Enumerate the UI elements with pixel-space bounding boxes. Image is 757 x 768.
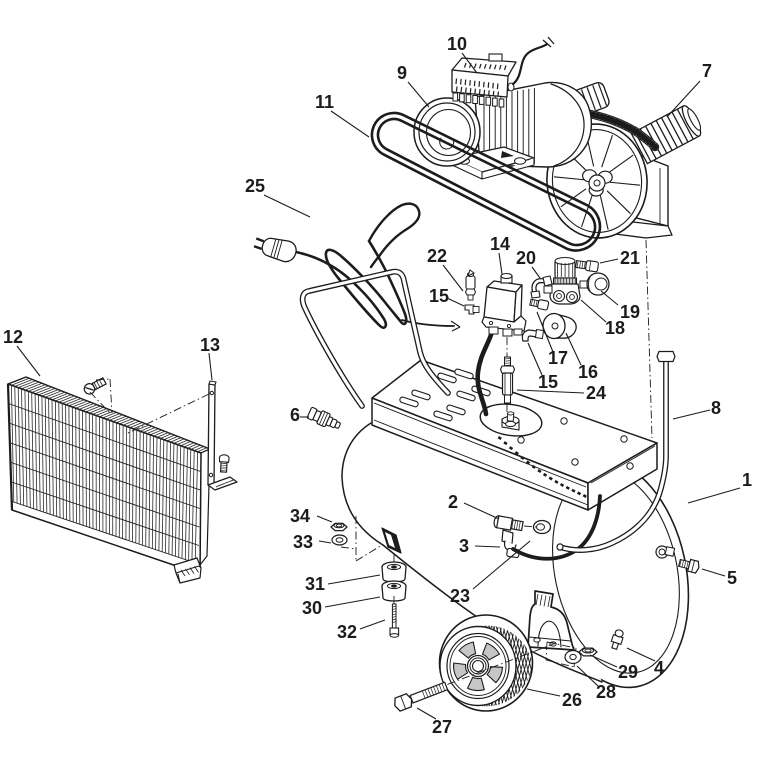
svg-text:25: 25 xyxy=(245,176,265,196)
svg-text:24: 24 xyxy=(586,383,606,403)
svg-text:32: 32 xyxy=(337,622,357,642)
svg-text:1: 1 xyxy=(742,470,752,490)
svg-text:2: 2 xyxy=(448,492,458,512)
svg-text:33: 33 xyxy=(293,532,313,552)
svg-text:17: 17 xyxy=(548,348,568,368)
svg-text:34: 34 xyxy=(290,506,310,526)
svg-text:30: 30 xyxy=(302,598,322,618)
svg-text:5: 5 xyxy=(727,568,737,588)
svg-text:29: 29 xyxy=(618,662,638,682)
svg-text:15: 15 xyxy=(429,286,449,306)
svg-text:16: 16 xyxy=(578,362,598,382)
svg-text:12: 12 xyxy=(3,327,23,347)
svg-text:20: 20 xyxy=(516,248,536,268)
svg-text:28: 28 xyxy=(596,682,616,702)
svg-text:4: 4 xyxy=(654,658,664,678)
svg-text:19: 19 xyxy=(620,302,640,322)
svg-text:6: 6 xyxy=(290,405,300,425)
svg-text:7: 7 xyxy=(702,61,712,81)
svg-text:14: 14 xyxy=(490,234,510,254)
svg-text:23: 23 xyxy=(450,586,470,606)
svg-text:21: 21 xyxy=(620,248,640,268)
svg-text:15: 15 xyxy=(538,372,558,392)
svg-text:13: 13 xyxy=(200,335,220,355)
svg-text:31: 31 xyxy=(305,574,325,594)
svg-text:26: 26 xyxy=(562,690,582,710)
svg-text:22: 22 xyxy=(427,246,447,266)
svg-text:9: 9 xyxy=(397,63,407,83)
svg-text:11: 11 xyxy=(315,92,334,112)
svg-text:27: 27 xyxy=(432,717,452,737)
svg-text:10: 10 xyxy=(447,34,467,54)
svg-text:3: 3 xyxy=(459,536,469,556)
svg-text:8: 8 xyxy=(711,398,721,418)
svg-text:18: 18 xyxy=(605,318,625,338)
